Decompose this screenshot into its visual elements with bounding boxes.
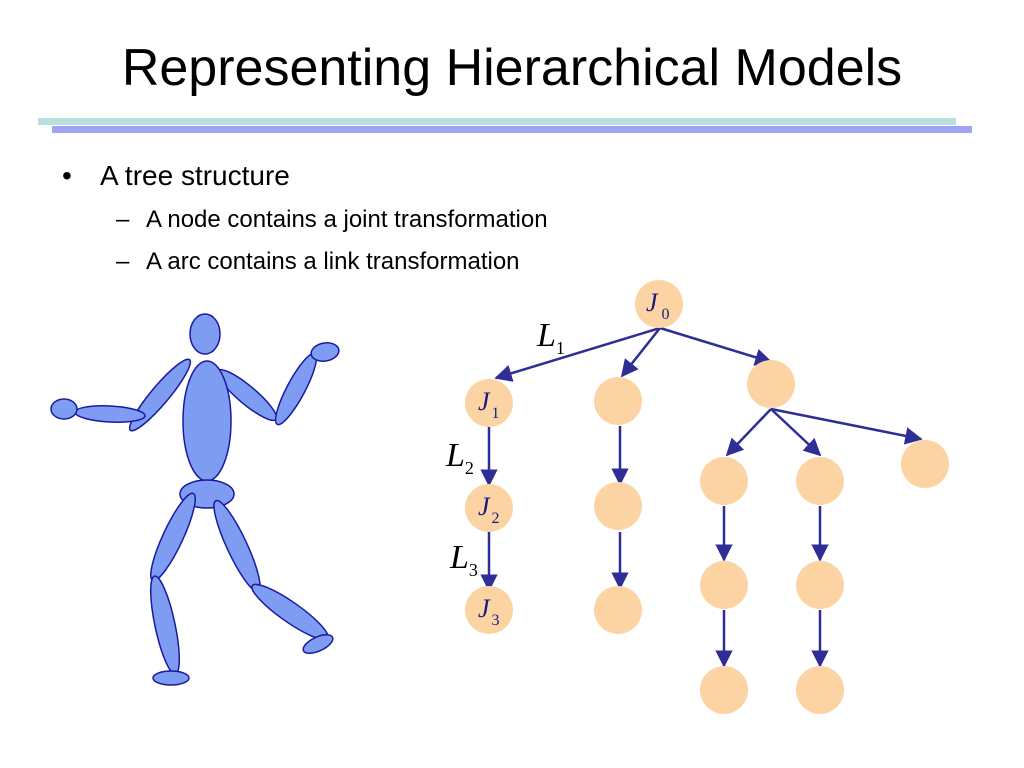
bullet-dot: •: [62, 160, 72, 191]
figure-head: [189, 313, 221, 355]
node-mid-2: [594, 586, 642, 634]
arc-right-c: [770, 407, 923, 445]
dash-glyph: –: [116, 206, 130, 233]
figure-left-forearm: [74, 405, 146, 423]
sub-bullet-arc-text: A arc contains a link transformation: [146, 248, 520, 275]
sub-bullet-node-text: A node contains a joint transformation: [146, 206, 548, 233]
node-right-a: [700, 457, 748, 505]
label-l1: L1: [536, 317, 565, 358]
node-right-c: [901, 440, 949, 488]
node-right-0: [747, 360, 795, 408]
arc-right-a: [725, 408, 772, 457]
figure-left-thigh: [150, 492, 196, 582]
bullet-main-text: A tree structure: [100, 160, 290, 191]
figure-left-upper-arm: [128, 358, 192, 432]
arc-j0-right: [659, 326, 773, 366]
node-b-2: [796, 666, 844, 714]
slide-title: Representing Hierarchical Models: [121, 39, 903, 97]
title-rule-top: [38, 118, 956, 125]
title-rule-bottom: [52, 126, 972, 133]
sub-bullet-node: –A node contains a joint transformation: [116, 206, 548, 234]
node-mid-1: [594, 482, 642, 530]
node-j2: [465, 484, 513, 532]
figure-torso: [182, 360, 232, 482]
node-a-1: [700, 561, 748, 609]
arc-right-b: [770, 408, 822, 457]
arc-labels: L1 L2 L3: [445, 317, 565, 580]
node-j3: [465, 586, 513, 634]
figure-left-shin: [149, 575, 181, 675]
figure-right-forearm: [274, 352, 318, 426]
node-mid-0: [594, 377, 642, 425]
figure-left-hand: [50, 398, 78, 420]
figure-right-thigh: [213, 499, 261, 593]
figure-left-foot: [152, 670, 190, 686]
node-b-1: [796, 561, 844, 609]
tree-arcs: [480, 326, 923, 668]
node-j0: [635, 280, 683, 328]
node-j1: [465, 379, 513, 427]
tree-nodes: [465, 280, 949, 714]
stick-figure: [50, 313, 340, 686]
arc-j0-j1: [494, 326, 661, 382]
node-right-b: [796, 457, 844, 505]
label-l2: L2: [445, 437, 474, 478]
bullet-main: • A tree structure: [62, 160, 290, 192]
node-a-2: [700, 666, 748, 714]
sub-bullet-arc: –A arc contains a link transformation: [116, 248, 520, 276]
dash-glyph: –: [116, 248, 130, 275]
arc-j0-mid: [620, 327, 661, 378]
label-l3: L3: [449, 539, 478, 580]
figure-right-hand: [310, 342, 340, 362]
figure-right-foot: [302, 633, 334, 655]
